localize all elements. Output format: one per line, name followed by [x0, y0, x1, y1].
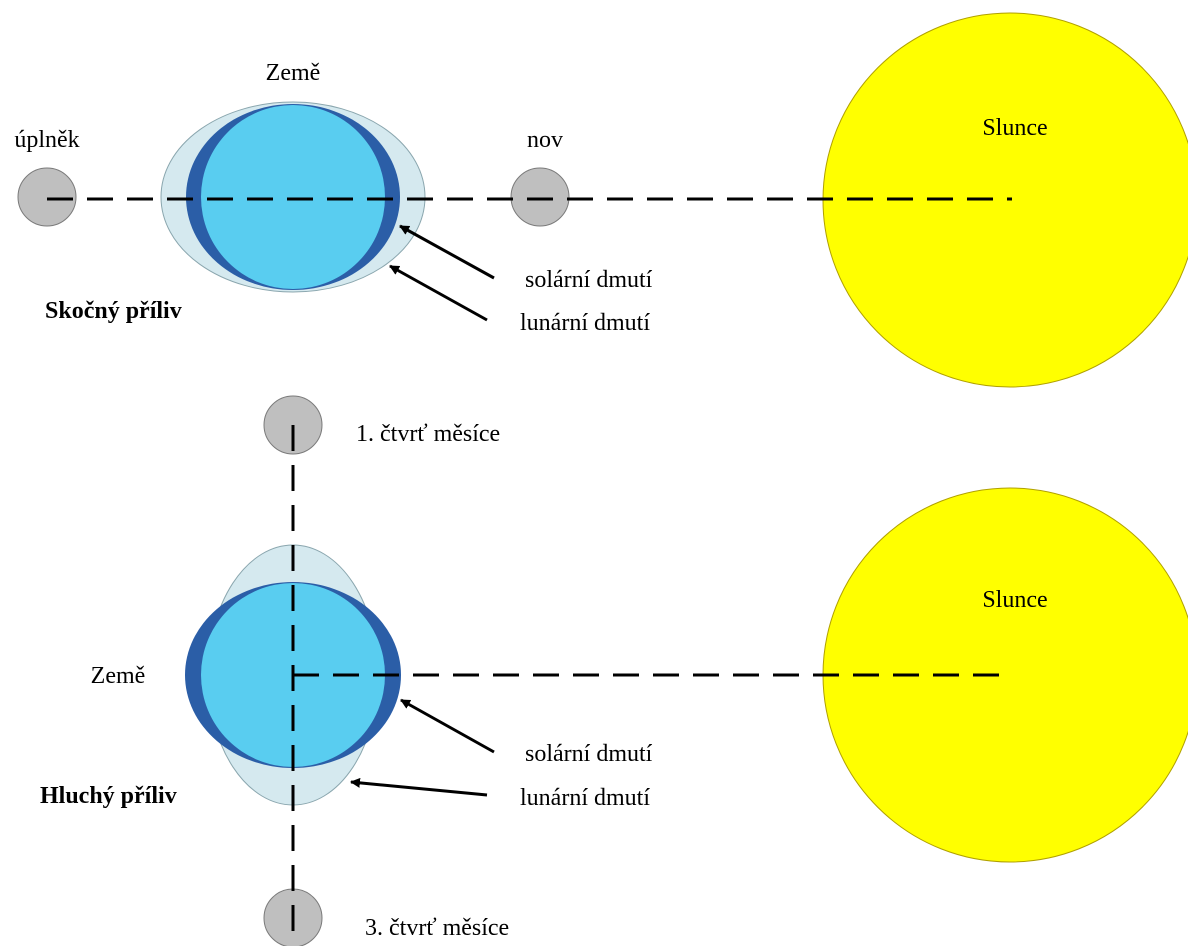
sun-label-top: Slunce	[982, 115, 1047, 141]
earth-top	[201, 105, 385, 289]
solar-bulge-label-bottom: solární dmutí	[525, 741, 653, 767]
sun-label-bottom: Slunce	[982, 587, 1047, 613]
earth-label-top: Země	[266, 60, 321, 86]
solar-bulge-arrow-bottom	[400, 698, 495, 754]
solar-bulge-arrow-top	[399, 224, 495, 280]
full-moon-label: úplněk	[14, 127, 79, 153]
earth-label-bottom: Země	[91, 663, 146, 689]
first-quarter-label: 1. čtvrť měsíce	[356, 421, 500, 447]
new-moon-label: nov	[527, 127, 563, 153]
neap-tide-panel: Slunce Země 1. čtvrť měsíce 3. čtvrť měs…	[40, 395, 1188, 946]
lunar-bulge-arrow-bottom	[350, 777, 488, 797]
spring-tide-panel: Slunce Země úplněk nov solární dmutí lun…	[14, 12, 1188, 388]
new-moon	[510, 167, 570, 227]
solar-bulge-label-top: solární dmutí	[525, 267, 653, 293]
lunar-bulge-label-bottom: lunární dmutí	[520, 785, 650, 811]
neap-tide-title: Hluchý příliv	[40, 783, 177, 809]
third-quarter-label: 3. čtvrť měsíce	[365, 915, 509, 941]
spring-tide-title: Skočný příliv	[45, 298, 182, 324]
lunar-bulge-arrow-top	[389, 264, 488, 322]
sun-top	[822, 12, 1188, 388]
lunar-bulge-label-top: lunární dmutí	[520, 310, 650, 336]
full-moon	[17, 167, 77, 227]
